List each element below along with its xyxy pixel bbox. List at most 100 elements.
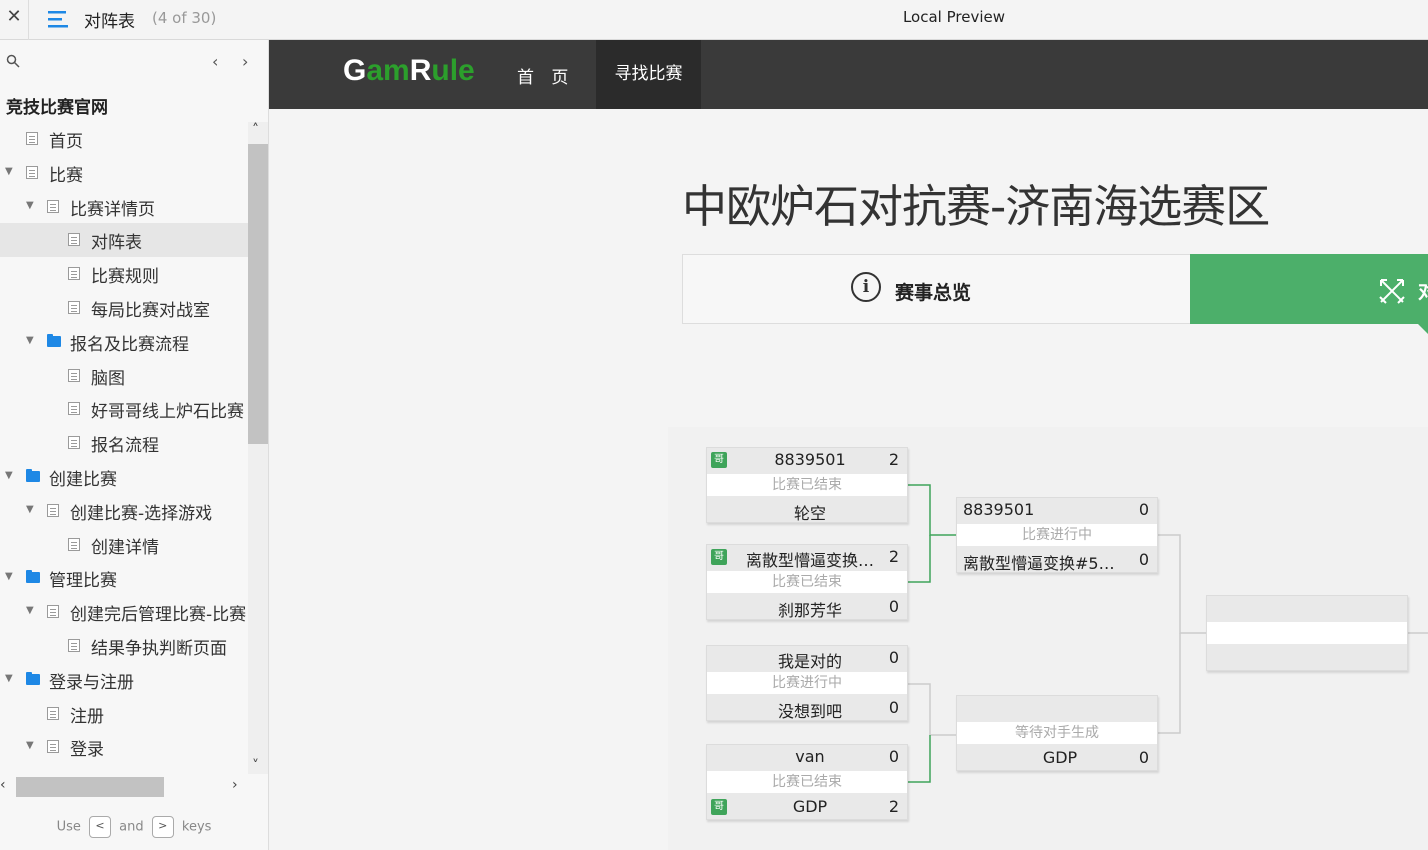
preview-content: GamRule 首 页 寻找比赛 中欧炉石对抗赛-济南海选赛区 i 赛事总览 对 (269, 40, 1428, 850)
nav-home-link[interactable]: 首 页 (517, 68, 575, 88)
player-name: 没想到吧 (777, 702, 842, 721)
sidebar-tree-item[interactable]: 比赛规则 (0, 257, 248, 291)
player-score: 0 (888, 648, 899, 667)
sidebar-tree-item[interactable]: ▼创建比赛 (0, 460, 248, 494)
expand-arrow-icon[interactable]: ▼ (5, 165, 13, 177)
vertical-scrollbar[interactable]: ˄ ˅ (248, 122, 268, 774)
logo-part-3: R (409, 54, 432, 87)
sidebar-item-label: 比赛规则 (91, 267, 159, 288)
sidebar-tree-item[interactable]: 结果争执判断页面 (0, 629, 248, 663)
scroll-down-icon[interactable]: ˅ (252, 758, 259, 774)
player-name: GDP (792, 797, 828, 816)
sidebar-tree-item[interactable]: 注册 (0, 697, 248, 731)
sidebar-tree-item[interactable]: 找回密码 (0, 764, 248, 774)
sidebar-tree-item[interactable]: 报名流程 (0, 426, 248, 460)
document-icon (26, 165, 38, 179)
folder-icon (26, 671, 40, 685)
sidebar-tree-item[interactable]: ▼比赛 (0, 156, 248, 190)
sidebar-item-label: 对阵表 (91, 233, 142, 254)
next-key-icon: > (151, 816, 174, 838)
expand-arrow-icon[interactable]: ▼ (26, 740, 34, 752)
document-icon (68, 233, 80, 247)
close-icon[interactable]: ✕ (6, 6, 22, 27)
match-status: 比赛已结束 (707, 771, 907, 793)
sidebar-item-label: 结果争执判断页面 (91, 639, 227, 659)
site-nav: GamRule 首 页 寻找比赛 (269, 40, 1428, 109)
scroll-up-icon[interactable]: ˄ (252, 122, 259, 138)
tab-bracket[interactable]: 对 (1190, 254, 1428, 334)
sidebar-item-label: 报名流程 (91, 436, 159, 457)
menu-icon[interactable] (46, 8, 70, 30)
scroll-thumb-horizontal[interactable] (16, 777, 164, 797)
sidebar-tree-item[interactable]: 脑图 (0, 359, 248, 393)
expand-arrow-icon[interactable]: ▼ (26, 334, 34, 346)
sidebar-tree-item[interactable]: ▼ 登录与注册 (0, 663, 248, 697)
sidebar-item-label: 脑图 (91, 368, 125, 389)
winner-badge-icon: 哥 (711, 452, 727, 468)
sidebar-tree-item[interactable]: 对阵表 (0, 223, 248, 258)
page-title: 中欧炉石对抗赛-济南海选赛区 (682, 180, 1270, 233)
site-logo[interactable]: GamRule (343, 54, 475, 88)
expand-arrow-icon[interactable]: ▼ (5, 470, 13, 481)
logo-part-1: G (343, 54, 367, 87)
search-icon[interactable] (6, 54, 20, 68)
divider (28, 0, 29, 40)
sidebar-tree-item[interactable]: ▼登录 (0, 730, 248, 764)
expand-arrow-icon[interactable]: ▼ (5, 571, 13, 583)
match-player-row: van 0 (707, 745, 907, 769)
sidebar-item-label: 注册 (70, 706, 104, 727)
tab-overview[interactable]: i 赛事总览 (682, 254, 1191, 324)
sidebar-item-label: 报名及比赛流程 (70, 334, 189, 355)
expand-arrow-icon[interactable]: ▼ (26, 199, 34, 211)
bracket-match[interactable] (1206, 595, 1408, 671)
sidebar-item-label: 登录与注册 (49, 672, 134, 693)
horizontal-scrollbar[interactable]: ‹ › (0, 774, 248, 800)
logo-part-2: am (366, 54, 410, 87)
sidebar-tree-item[interactable]: 好哥哥线上炉石比赛 (0, 392, 248, 426)
player-name: 8839501 (963, 500, 1035, 519)
folder-icon (47, 333, 61, 347)
expand-arrow-icon[interactable]: ▼ (26, 605, 34, 617)
player-score: 2 (888, 450, 899, 469)
sidebar-tree-item[interactable]: ▼创建完后管理比赛-比赛 (0, 595, 248, 629)
scroll-right-icon[interactable]: › (232, 777, 238, 793)
sidebar-tree-item[interactable]: ▼ 管理比赛 (0, 561, 248, 595)
expand-arrow-icon[interactable]: ▼ (26, 503, 34, 515)
prev-key-icon: < (89, 816, 111, 838)
sidebar-tree-item[interactable]: ▼创建比赛-选择游戏 (0, 494, 248, 528)
scroll-thumb[interactable] (248, 144, 268, 444)
sidebar-tree-item[interactable]: 每局比赛对战室 (0, 291, 248, 325)
sidebar-tree-item[interactable]: ▼ 报名及比赛流程 (0, 325, 248, 359)
expand-arrow-icon[interactable]: ▼ (5, 672, 13, 684)
document-icon (68, 639, 80, 652)
sidebar-tree-item[interactable]: 首页 (0, 122, 248, 156)
match-player-row (1207, 646, 1407, 670)
player-name: GDP (1042, 748, 1078, 767)
sidebar-tree-item[interactable]: 创建详情 (0, 528, 248, 562)
sidebar-tree-item[interactable]: ▼比赛详情页 (0, 190, 248, 224)
match-player-row: 离散型懵逼变换#5…0 (957, 548, 1157, 573)
nav-find-match-link[interactable]: 寻找比赛 (596, 40, 701, 109)
sidebar-item-label: 管理比赛 (49, 571, 117, 592)
chevron-right-icon[interactable]: › (242, 52, 249, 71)
document-icon (47, 503, 59, 517)
document-icon (68, 267, 80, 281)
player-score: 0 (888, 747, 899, 766)
document-icon (26, 132, 38, 145)
player-name: 离散型懵逼变换… (745, 551, 874, 570)
player-name: van (795, 747, 825, 766)
player-name: 离散型懵逼变换#5… (963, 554, 1115, 573)
scroll-left-icon[interactable]: ‹ (0, 777, 6, 793)
chevron-left-icon[interactable]: ‹ (212, 52, 219, 71)
match-player-row: 哥离散型懵逼变换…2 (707, 545, 907, 570)
